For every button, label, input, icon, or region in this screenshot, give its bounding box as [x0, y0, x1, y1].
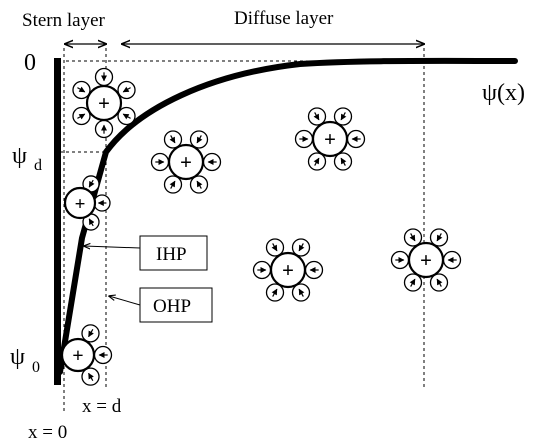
dipole-arrow: [196, 180, 203, 189]
cation: [269, 251, 307, 289]
cation: [85, 84, 123, 122]
dipole-arrow: [313, 157, 320, 166]
ion-diffuse-2: +: [294, 107, 366, 171]
ihp-box: [139, 235, 208, 271]
dipole-arrow: [88, 218, 95, 227]
cation-charge-symbol: +: [282, 258, 294, 282]
cation-charge-symbol: +: [75, 194, 86, 215]
dipole-arrow: [77, 86, 86, 93]
cation: [311, 120, 349, 158]
dipole-arrow: [271, 288, 278, 297]
dipole-arrow: [196, 135, 203, 144]
dipole-arrow: [88, 179, 95, 188]
psi-d-symbol: ψ: [12, 143, 27, 169]
psi-0-symbol: ψ: [10, 344, 25, 370]
ihp-label: IHP: [156, 244, 187, 265]
cation: [60, 337, 96, 373]
ohp-label: OHP: [153, 296, 191, 317]
x-equals-0-label: x = 0: [28, 422, 67, 443]
dipole-arrow: [409, 278, 416, 287]
diffuse-layer-label: Diffuse layer: [234, 8, 334, 29]
solvated-ions: + + + + + + +: [60, 67, 462, 386]
dipole-arrow: [122, 86, 131, 93]
potential-curve: [57, 57, 518, 375]
ion-diffuse-3: +: [252, 238, 324, 302]
dipole-arrow: [88, 329, 94, 338]
cation: [407, 241, 445, 279]
ion-diffuse-4: +: [390, 228, 462, 292]
x-equals-d-label: x = d: [82, 396, 122, 417]
cation: [63, 186, 97, 220]
psi-0-subscript: 0: [32, 359, 40, 376]
stern-layer-label: Stern layer: [22, 10, 106, 31]
dipole-arrow: [122, 113, 131, 120]
cation-charge-symbol: +: [180, 150, 192, 174]
psi-d-label: ψ d: [12, 143, 42, 174]
dipole-arrow: [271, 243, 278, 252]
dipole-arrow: [409, 233, 416, 242]
zero-potential-label: 0: [24, 50, 36, 76]
cation: [167, 143, 205, 181]
ion-ihp-adsorbed: +: [63, 175, 111, 231]
dipole-arrow: [436, 278, 443, 287]
ihp-pointer-arrow: [84, 246, 141, 248]
electrode-surface: [54, 58, 61, 385]
ohp-pointer-arrow: [109, 296, 141, 306]
dipole-arrow: [298, 288, 305, 297]
dipole-arrow: [298, 243, 305, 252]
ion-diffuse-1: +: [150, 130, 222, 194]
dipole-arrow: [436, 233, 443, 242]
psi-d-subscript: d: [34, 157, 42, 174]
psi-x-label: ψ(x): [482, 80, 525, 106]
dipole-arrow: [169, 180, 176, 189]
cation-charge-symbol: +: [324, 127, 336, 151]
ion-stern-top: +: [72, 67, 136, 139]
psi-0-label: ψ 0: [10, 344, 40, 376]
dipole-arrow: [340, 112, 347, 121]
dipole-arrow: [340, 157, 347, 166]
dipole-arrow: [313, 112, 320, 121]
cation-charge-symbol: +: [420, 248, 432, 272]
dipole-arrow: [77, 113, 86, 120]
ohp-box: [139, 287, 213, 323]
ion-surface-bottom: +: [60, 324, 113, 386]
dipole-arrow: [169, 135, 176, 144]
cation-charge-symbol: +: [98, 91, 110, 115]
cation-charge-symbol: +: [72, 345, 83, 367]
dipole-arrow: [88, 372, 94, 381]
